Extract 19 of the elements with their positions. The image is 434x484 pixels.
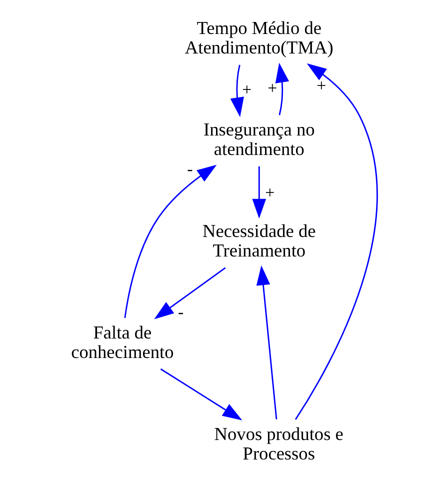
node-text: Falta de conhecimento xyxy=(70,322,174,362)
edge-label: + xyxy=(316,76,326,95)
edge-label: + xyxy=(264,182,274,202)
edge-label: - xyxy=(186,160,192,179)
node-text: Novos produtos e Processos xyxy=(214,424,343,464)
arrow xyxy=(230,64,244,118)
edge-label: - xyxy=(177,302,184,322)
arrow xyxy=(274,62,289,116)
arrow xyxy=(124,164,216,318)
arrow xyxy=(256,265,277,420)
edge-label: + xyxy=(267,78,277,98)
arrow xyxy=(252,166,266,219)
arrow xyxy=(160,368,242,420)
arrow xyxy=(294,63,378,420)
arrow xyxy=(154,267,226,320)
node-text: Tempo Médio de Atendimento(TMA) xyxy=(184,18,333,58)
edge-label: + xyxy=(242,80,252,100)
node-text: Insegurança no atendimento xyxy=(203,119,314,160)
node-text: Necessidade de Treinamento xyxy=(202,220,316,261)
